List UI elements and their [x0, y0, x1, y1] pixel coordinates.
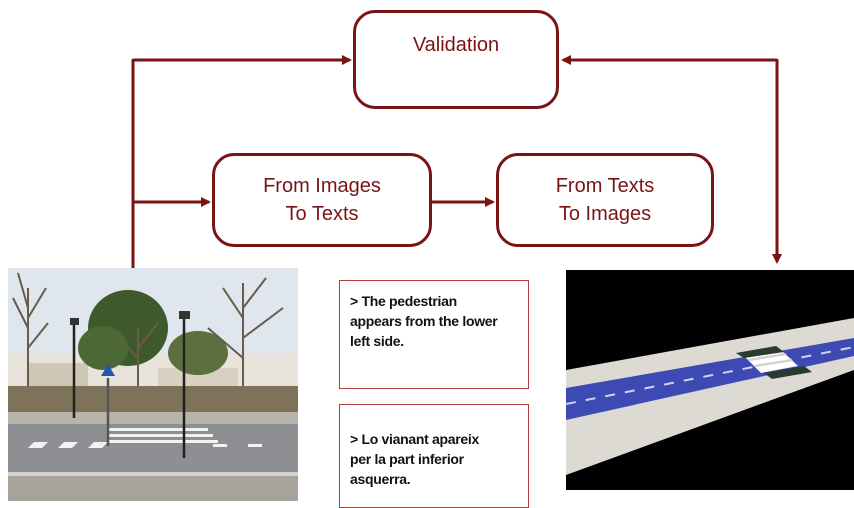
- english-line-2: appears from the lower: [350, 313, 498, 329]
- catalan-line-3: asquerra.: [350, 471, 411, 487]
- english-line-3: left side.: [350, 333, 404, 349]
- texts-to-images-node: From Texts To Images: [496, 153, 714, 247]
- catalan-line-1: > Lo vianant apareix: [350, 431, 479, 447]
- validation-node: Validation: [353, 10, 559, 109]
- render-image: [566, 270, 854, 490]
- english-line-1: > The pedestrian: [350, 293, 457, 309]
- images-to-texts-node: From Images To Texts: [212, 153, 432, 247]
- catalan-line-2: per la part inferior: [350, 451, 464, 467]
- validation-label: Validation: [412, 34, 500, 56]
- street-photo: [8, 268, 298, 501]
- images-to-texts-line2: To Texts: [285, 203, 359, 225]
- texts-to-images-line2: To Images: [558, 203, 652, 225]
- images-to-texts-line1: From Images: [263, 175, 381, 197]
- texts-to-images-line1: From Texts: [555, 175, 655, 197]
- catalan-caption-box: > Lo vianant apareix per la part inferio…: [339, 404, 529, 508]
- english-caption-box: > The pedestrian appears from the lower …: [339, 280, 529, 389]
